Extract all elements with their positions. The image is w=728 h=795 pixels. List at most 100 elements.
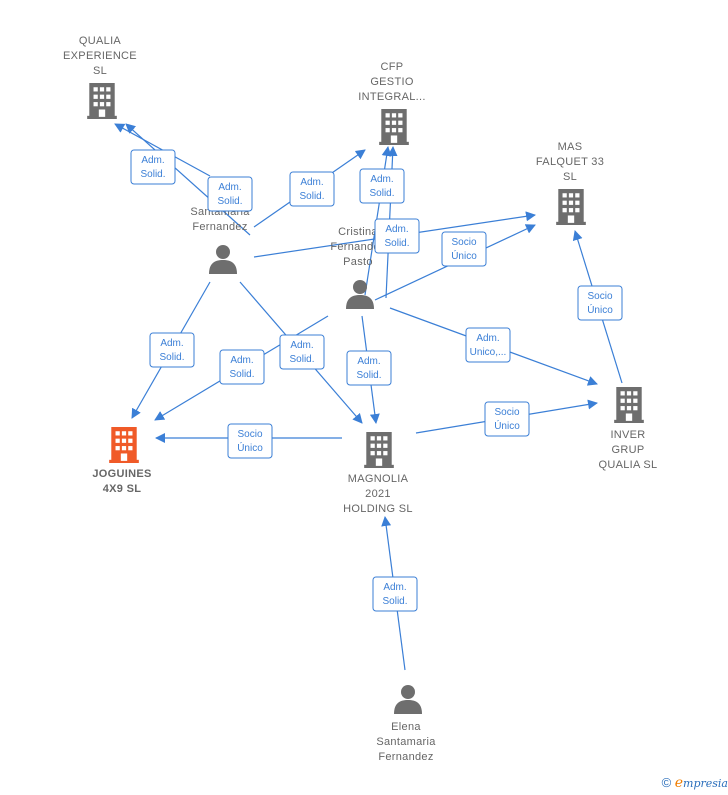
node-label-line: INTEGRAL...	[358, 91, 425, 103]
edge-label-box	[279, 334, 325, 370]
edge-label-text: Adm.	[476, 333, 499, 344]
node-qualia[interactable]: QUALIA EXPERIENCE SL	[63, 35, 137, 119]
edge-label-text: Unico,...	[470, 347, 507, 358]
edge-label-box	[372, 576, 418, 612]
edge-label-text: Único	[587, 303, 613, 316]
edge-label-e6[interactable]: Adm. Solid.	[279, 334, 325, 370]
edge-label-text: Adm.	[160, 338, 183, 349]
node-label-line: QUALIA SL	[599, 459, 658, 471]
edge-label-text: Solid.	[229, 369, 254, 380]
edge-label-text: Adm.	[300, 177, 323, 188]
edge-label-text: Solid.	[159, 352, 184, 363]
edge-label-box	[346, 350, 392, 386]
node-label-line: Fernandez	[330, 241, 385, 253]
edge-label-box	[130, 149, 176, 185]
building-icon	[364, 432, 394, 468]
edge-line-e2	[125, 123, 251, 236]
edge-label-e3[interactable]: Adm.Solid.	[289, 171, 335, 207]
node-label-line: Pasto	[343, 256, 373, 268]
edge-label-box	[219, 349, 265, 385]
edge-label-text: Único	[494, 419, 520, 432]
edge-label-box	[577, 285, 623, 321]
edge-label-box	[149, 332, 195, 368]
edge-label-box	[289, 171, 335, 207]
node-label-line: QUALIA	[79, 35, 122, 47]
edge-label-e9[interactable]: Adm. Solid.	[359, 168, 405, 204]
edge-label-e11[interactable]: Adm. Unico,...	[465, 327, 511, 363]
node-cfp[interactable]: CFP GESTIO INTEGRAL...	[358, 61, 425, 145]
edge-label-text: Solid.	[140, 169, 165, 180]
edge-label-text: Socio	[587, 291, 612, 302]
node-label-line: Elena	[391, 721, 421, 733]
edge-label-box	[465, 327, 511, 363]
building-icon	[87, 83, 117, 119]
edge-label-text: Adm.	[230, 355, 253, 366]
edge-label-text: Solid.	[369, 188, 394, 199]
brand-name: mpresia	[683, 777, 728, 790]
edge-label-text: Único	[451, 249, 477, 262]
person-icon	[394, 685, 422, 714]
edge-label-box	[374, 218, 420, 254]
empresia-credit[interactable]: © empresia	[662, 775, 728, 791]
edge-label-text: Adm.	[218, 182, 241, 193]
node-label-line: GRUP	[612, 444, 645, 456]
brand-initial: e	[674, 775, 684, 791]
building-icon	[556, 189, 586, 225]
node-label-line: INVER	[610, 429, 645, 441]
edge-label-e12[interactable]: Adm.Solid.	[346, 350, 392, 386]
person-icon	[209, 245, 237, 274]
copyright-symbol: ©	[661, 775, 672, 790]
edge-label-text: Solid.	[217, 196, 242, 207]
building-icon	[614, 387, 644, 423]
building-icon	[109, 427, 139, 463]
edge-label-e16[interactable]: Adm.Solid.	[372, 576, 418, 612]
edge-label-text: Solid.	[289, 354, 314, 365]
node-layer: QUALIA EXPERIENCE SL CFP GESTIO INTEGRAL... MA…	[63, 35, 657, 763]
edge-label-text: Adm.	[370, 174, 393, 185]
edge-label-e5[interactable]: Adm. Solid.	[149, 332, 195, 368]
edge-label-text: Único	[237, 441, 263, 454]
node-label-line: 2021	[365, 488, 391, 500]
node-label-line: FALQUET 33	[536, 156, 604, 168]
node-label-line: GESTIO	[370, 76, 414, 88]
node-label-line: MAGNOLIA	[348, 473, 409, 485]
edge-label-box	[207, 176, 253, 212]
edge-label-e10[interactable]: Adm. Solid.	[374, 218, 420, 254]
node-label-line: SL	[563, 171, 577, 183]
building-icon	[379, 109, 409, 145]
node-label-line: Fernandez	[378, 751, 433, 763]
edge-label-text: Solid.	[356, 370, 381, 381]
edge-label-text: Solid.	[384, 238, 409, 249]
node-label-line: Fernandez	[192, 221, 247, 233]
node-inver[interactable]: INVER GRUP QUALIA SL	[599, 387, 658, 471]
edge-label-e1[interactable]: Adm.Solid.	[130, 149, 176, 185]
node-label-line: HOLDING SL	[343, 503, 413, 515]
node-label-line: 4X9 SL	[103, 483, 142, 495]
edge-label-layer: Adm. Solid. Adm. Solid. Adm. Solid. Adm. Solid.…	[130, 149, 623, 612]
edge-label-text: Adm.	[385, 224, 408, 235]
node-label-line: CFP	[381, 61, 404, 73]
edge-label-box	[227, 423, 273, 459]
node-label-line: Santamaria	[376, 736, 436, 748]
node-label-line: EXPERIENCE	[63, 50, 137, 62]
node-label-line: SL	[93, 65, 107, 77]
edge-label-e8[interactable]: Adm. Solid.	[219, 349, 265, 385]
edge-label-box	[484, 401, 530, 437]
edge-label-e2[interactable]: Adm. Solid.	[207, 176, 253, 212]
node-label-line: Cristina	[338, 226, 378, 238]
edge-label-box	[359, 168, 405, 204]
edge-label-text: Solid.	[382, 596, 407, 607]
edge-label-text: Adm.	[290, 340, 313, 351]
edge-label-text: Socio	[451, 237, 476, 248]
person-icon	[346, 280, 374, 309]
